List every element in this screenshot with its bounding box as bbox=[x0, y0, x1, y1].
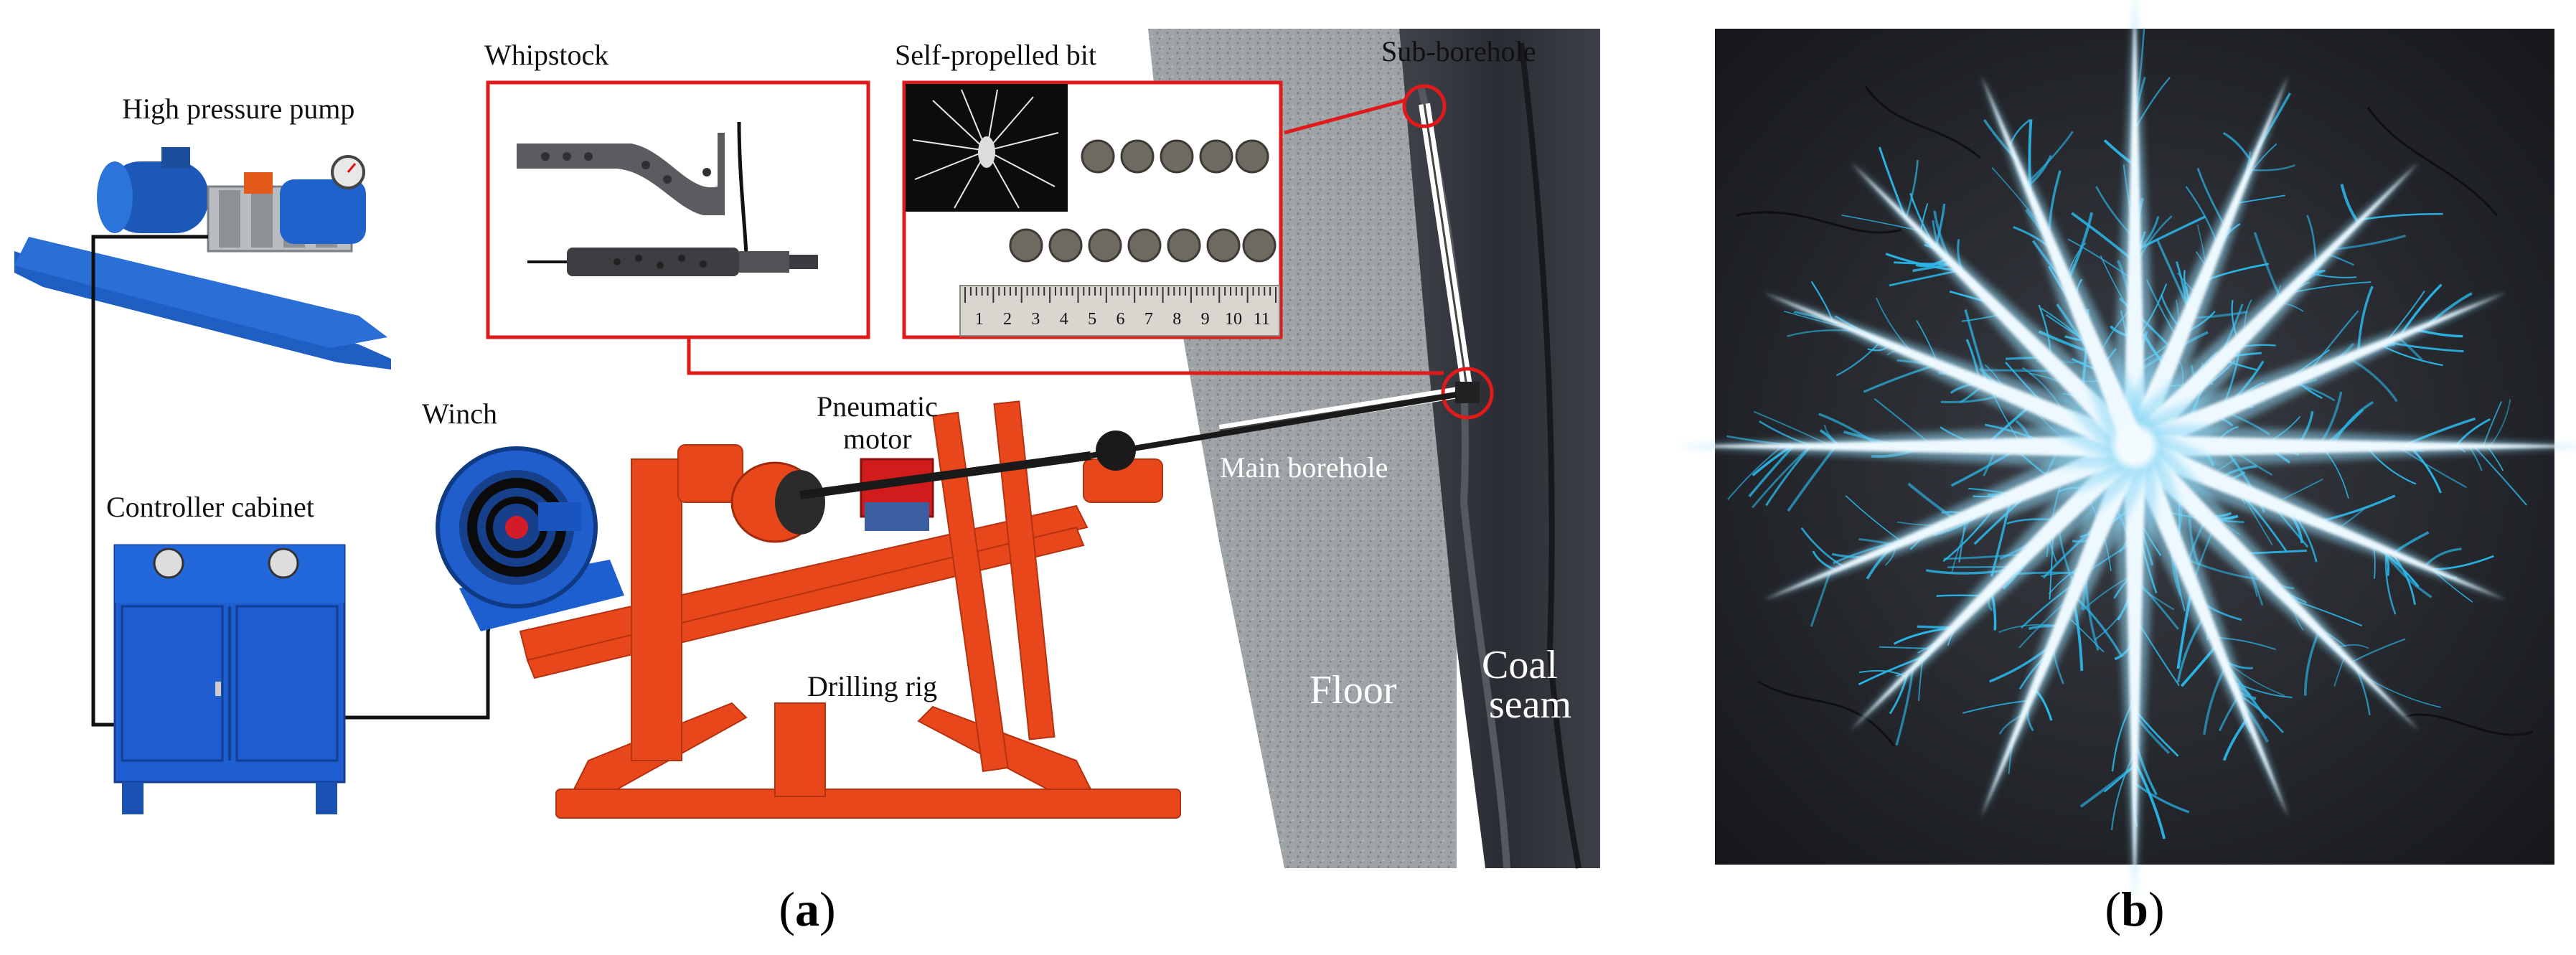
label-winch: Winch bbox=[422, 397, 497, 430]
fracture-ray-glow bbox=[2112, 75, 2289, 456]
fracture-ray bbox=[2124, 75, 2289, 451]
ruler-number: 5 bbox=[1088, 310, 1096, 329]
controller-cabinet bbox=[113, 544, 346, 814]
ruler-number: 9 bbox=[1201, 310, 1210, 329]
ruler-number: 6 bbox=[1117, 310, 1125, 329]
callout-connectors bbox=[687, 98, 1444, 375]
high-pressure-pump bbox=[14, 147, 391, 370]
ruler-number: 1 bbox=[975, 310, 984, 329]
fracture-ray-glow bbox=[2125, 423, 2506, 601]
ruler-number: 2 bbox=[1003, 310, 1012, 329]
fracture-ray bbox=[2123, 0, 2146, 446]
fracture-ray bbox=[2130, 436, 2506, 601]
drill-head bbox=[730, 461, 825, 543]
crack-branch bbox=[1905, 159, 1919, 218]
label-high-pressure-pump: High pressure pump bbox=[122, 93, 354, 125]
label-pneumatic-line2: motor bbox=[843, 423, 912, 455]
whipstock-inset bbox=[486, 80, 870, 339]
label-controller-cabinet: Controller cabinet bbox=[106, 491, 314, 523]
fracture-ray bbox=[1851, 438, 2143, 730]
fracture-ray bbox=[2130, 292, 2506, 457]
label-coal-line2: seam bbox=[1489, 682, 1571, 727]
caption-b: (b) bbox=[2105, 882, 2164, 936]
drill-rod-extension bbox=[1090, 392, 1457, 458]
label-coal-line1: Coal bbox=[1482, 643, 1558, 687]
crack-branch bbox=[2025, 131, 2074, 185]
label-drilling-rig: Drilling rig bbox=[807, 670, 937, 702]
ruler-number: 7 bbox=[1144, 310, 1153, 329]
ruler-number: 8 bbox=[1172, 310, 1181, 329]
crack-branch bbox=[2361, 212, 2443, 221]
ruler-ticks bbox=[964, 287, 1277, 303]
label-self-propelled-bit: Self-propelled bit bbox=[895, 39, 1096, 71]
label-sub-borehole: Sub-borehole bbox=[1381, 35, 1536, 67]
label-whipstock: Whipstock bbox=[484, 39, 608, 71]
ruler-number: 11 bbox=[1254, 310, 1270, 329]
cabinet-gauge-left-icon bbox=[153, 547, 184, 579]
sub-borehole-marker bbox=[1402, 84, 1447, 128]
fracture-ray bbox=[1763, 436, 2140, 601]
fracture-ray bbox=[1763, 292, 2140, 457]
center-hub bbox=[2113, 425, 2156, 468]
caption-a: (a) bbox=[779, 882, 835, 936]
main-borehole-marker bbox=[1441, 367, 1494, 420]
winch bbox=[436, 446, 624, 631]
fracture-ray-glow bbox=[1980, 75, 2158, 456]
bit-row-top bbox=[1081, 139, 1269, 174]
fracture-ray-glow bbox=[2112, 436, 2289, 818]
fracture-ray bbox=[2123, 446, 2146, 905]
fracture-ray bbox=[2126, 438, 2419, 730]
crack-branch bbox=[2473, 446, 2527, 506]
fracture-ray-glow bbox=[2125, 292, 2506, 469]
fracture-ray bbox=[1851, 162, 2143, 455]
fracture-ray-glow bbox=[1763, 423, 2145, 601]
drilling-rig bbox=[519, 400, 1181, 819]
fracture-ray-glow bbox=[1980, 436, 2158, 818]
ruler-number: 10 bbox=[1225, 310, 1242, 329]
fracture-ray-glow bbox=[1763, 292, 2145, 469]
fracture-ray bbox=[2124, 441, 2289, 818]
ruler-number: 4 bbox=[1060, 310, 1068, 329]
panel-b: (b) bbox=[1675, 0, 2576, 936]
fracture-rays bbox=[1675, 0, 2576, 905]
ruler-number: 3 bbox=[1031, 310, 1040, 329]
fracture-ray bbox=[2126, 162, 2419, 455]
fracture-ray bbox=[1980, 441, 2145, 818]
bit-row-bottom bbox=[1009, 228, 1277, 263]
ruler bbox=[959, 285, 1280, 337]
fracture-ray bbox=[1675, 435, 2135, 458]
fracture-ray bbox=[1980, 75, 2145, 451]
pneumatic-motor bbox=[860, 458, 934, 531]
label-main-borehole: Main borehole bbox=[1220, 451, 1388, 484]
fracture-ray bbox=[2135, 435, 2576, 458]
drill-rod bbox=[799, 451, 1091, 499]
label-pneumatic-line1: Pneumatic bbox=[817, 390, 938, 423]
label-floor: Floor bbox=[1310, 668, 1397, 712]
coal-cracks bbox=[1736, 85, 2534, 747]
cabinet-gauge-right-icon bbox=[268, 547, 299, 579]
